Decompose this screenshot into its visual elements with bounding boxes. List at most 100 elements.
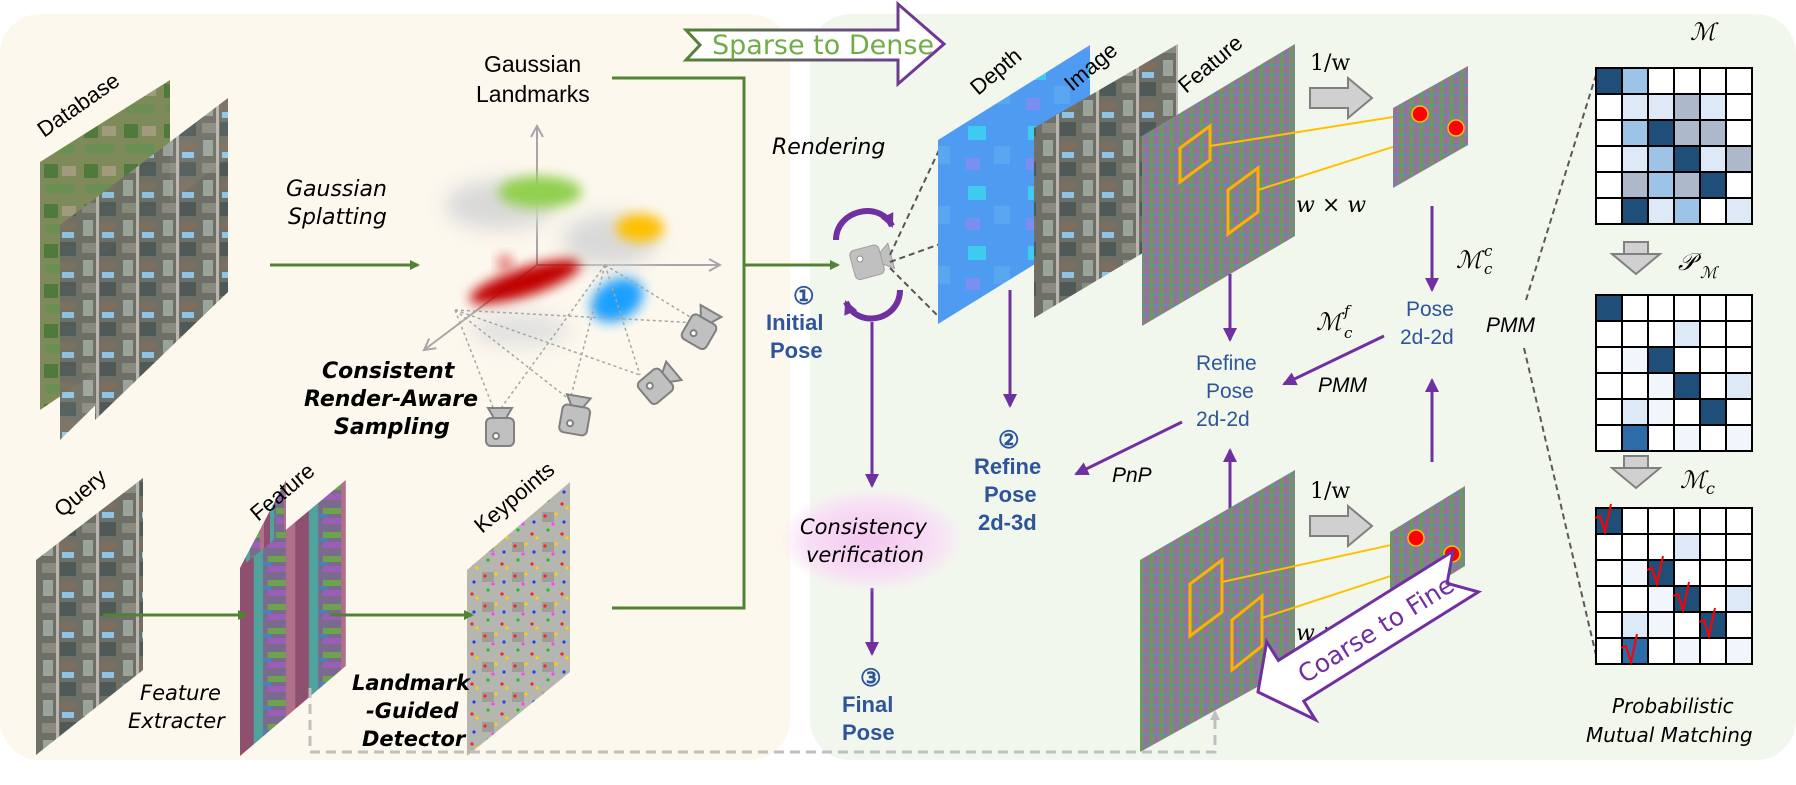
matrix-cell (1699, 559, 1727, 587)
final-pose-number: ③ (860, 665, 882, 692)
matrix-cell (1673, 637, 1701, 665)
keypoint-dot (1411, 105, 1429, 123)
pnp-label: PnP (1112, 464, 1152, 487)
matrix-cell (1595, 93, 1623, 121)
matrix-cell (1595, 533, 1623, 561)
rendering-label: Rendering (772, 135, 885, 160)
matrix-cell (1725, 171, 1753, 199)
check-mark-icon (1646, 555, 1664, 588)
feature-reuse-dashed-connector (308, 688, 1220, 754)
sparse-to-dense-banner: Sparse to Dense (682, 0, 947, 88)
matrix-cell (1673, 398, 1701, 426)
matrix-cell (1621, 171, 1649, 199)
matrix-cell (1621, 424, 1649, 452)
matrix-cell (1673, 611, 1701, 639)
matrix-cell (1699, 93, 1727, 121)
matrix-cell (1647, 637, 1675, 665)
matrix-cell (1725, 145, 1753, 173)
matrix-cell (1725, 611, 1753, 639)
m-coarse-label: ℳ c c (1456, 242, 1493, 278)
downsample-top-label: 1/w (1310, 51, 1350, 76)
svg-text:c: c (1706, 479, 1715, 498)
matrix-cell (1673, 346, 1701, 374)
keypoint-dot (1447, 119, 1465, 137)
matrix-cell (1673, 93, 1701, 121)
m-fine-label: ℳ f c (1316, 302, 1353, 342)
downsample-bottom-label: 1/w (1310, 479, 1350, 504)
sampling-label-3: Sampling (334, 415, 450, 440)
refine-2d-label-1: Refine (1196, 352, 1257, 375)
pmm-side-label: PMM (1486, 314, 1536, 337)
matrix-cell (1621, 398, 1649, 426)
window-boxes-top (1178, 123, 1260, 237)
matrix-m (1595, 67, 1753, 225)
matrix-cell (1621, 145, 1649, 173)
matrix-cell (1595, 320, 1623, 348)
refine-2d-label-3: 2d-2d (1196, 408, 1250, 431)
svg-text:ℳ: ℳ (1680, 466, 1709, 494)
matrix-cell (1595, 398, 1623, 426)
pmm-fine-label: PMM (1318, 374, 1368, 397)
downsample-top-arrow-icon (1309, 75, 1374, 121)
matrix-p (1595, 294, 1753, 452)
camera-icon (485, 407, 515, 447)
matrix-cell (1725, 585, 1753, 613)
matrix-cell (1621, 346, 1649, 374)
matrix-cell (1647, 585, 1675, 613)
down-arrow-2-icon (1609, 455, 1663, 490)
matrix-cell (1595, 67, 1623, 95)
rotate-arrow-top-icon (833, 208, 895, 241)
matrix-cell (1621, 119, 1649, 147)
matrix-cell (1725, 93, 1753, 121)
matrix-cell (1699, 637, 1727, 665)
pmm-matrices (1594, 67, 1753, 666)
matrix-cell (1699, 145, 1727, 173)
matrix-cell (1699, 294, 1727, 322)
matrix-cell (1725, 320, 1753, 348)
svg-text:ℳ: ℳ (1316, 308, 1345, 336)
matrix-cell (1647, 320, 1675, 348)
matrix-cell (1621, 93, 1649, 121)
pose-2d-label-2: 2d-2d (1400, 326, 1454, 349)
refine-to-pnp-arrow (1074, 420, 1183, 476)
database-images (40, 80, 228, 440)
matrix-cell (1595, 197, 1623, 225)
matrix-cell (1699, 507, 1727, 535)
keypoints-image (467, 482, 570, 756)
matrix-cell (1673, 372, 1701, 400)
matrix-cell (1647, 398, 1675, 426)
detector-label-3: Detector (362, 727, 467, 751)
matrix-cell (1699, 320, 1727, 348)
matrix-cell (1725, 346, 1753, 374)
matrix-cell (1699, 424, 1727, 452)
gaussian-landmarks-label-2: Landmarks (476, 81, 590, 107)
matrix-cell (1725, 637, 1753, 665)
refine-2d-label-2: Pose (1206, 380, 1254, 403)
svg-text:ℳ: ℳ (1700, 263, 1720, 282)
sampled-camera-icons (485, 303, 724, 447)
feature-map-full (239, 480, 346, 756)
matrix-cell (1673, 424, 1701, 452)
matrix-cell (1699, 585, 1727, 613)
depth-map (938, 45, 1090, 324)
matrix-cell (1621, 507, 1649, 535)
initial-pose-label-2: Pose (770, 338, 823, 363)
pmm-title-1: Probabilistic (1612, 694, 1734, 718)
sampling-label-2: Render-Aware (304, 387, 478, 412)
matrix-cell (1647, 171, 1675, 199)
window-boxes-bottom (1188, 557, 1264, 674)
pose-to-refine-arrow (1282, 334, 1385, 386)
coarse-feature-map-top (1393, 66, 1468, 188)
camera-icon (558, 392, 593, 437)
svg-text:c: c (1484, 242, 1493, 260)
gaussian-blobs (445, 176, 664, 346)
consistency-label-2: verification (806, 543, 924, 567)
initial-pose-number: ① (793, 283, 815, 310)
sparse-to-dense-text: Sparse to Dense (712, 30, 934, 61)
refine-3d-label-3: 2d-3d (978, 510, 1037, 535)
initial-pose-label-1: Initial (766, 310, 823, 335)
svg-text:ℳ: ℳ (1456, 246, 1485, 274)
matrix-cell (1621, 585, 1649, 613)
matrix-cell (1647, 93, 1675, 121)
